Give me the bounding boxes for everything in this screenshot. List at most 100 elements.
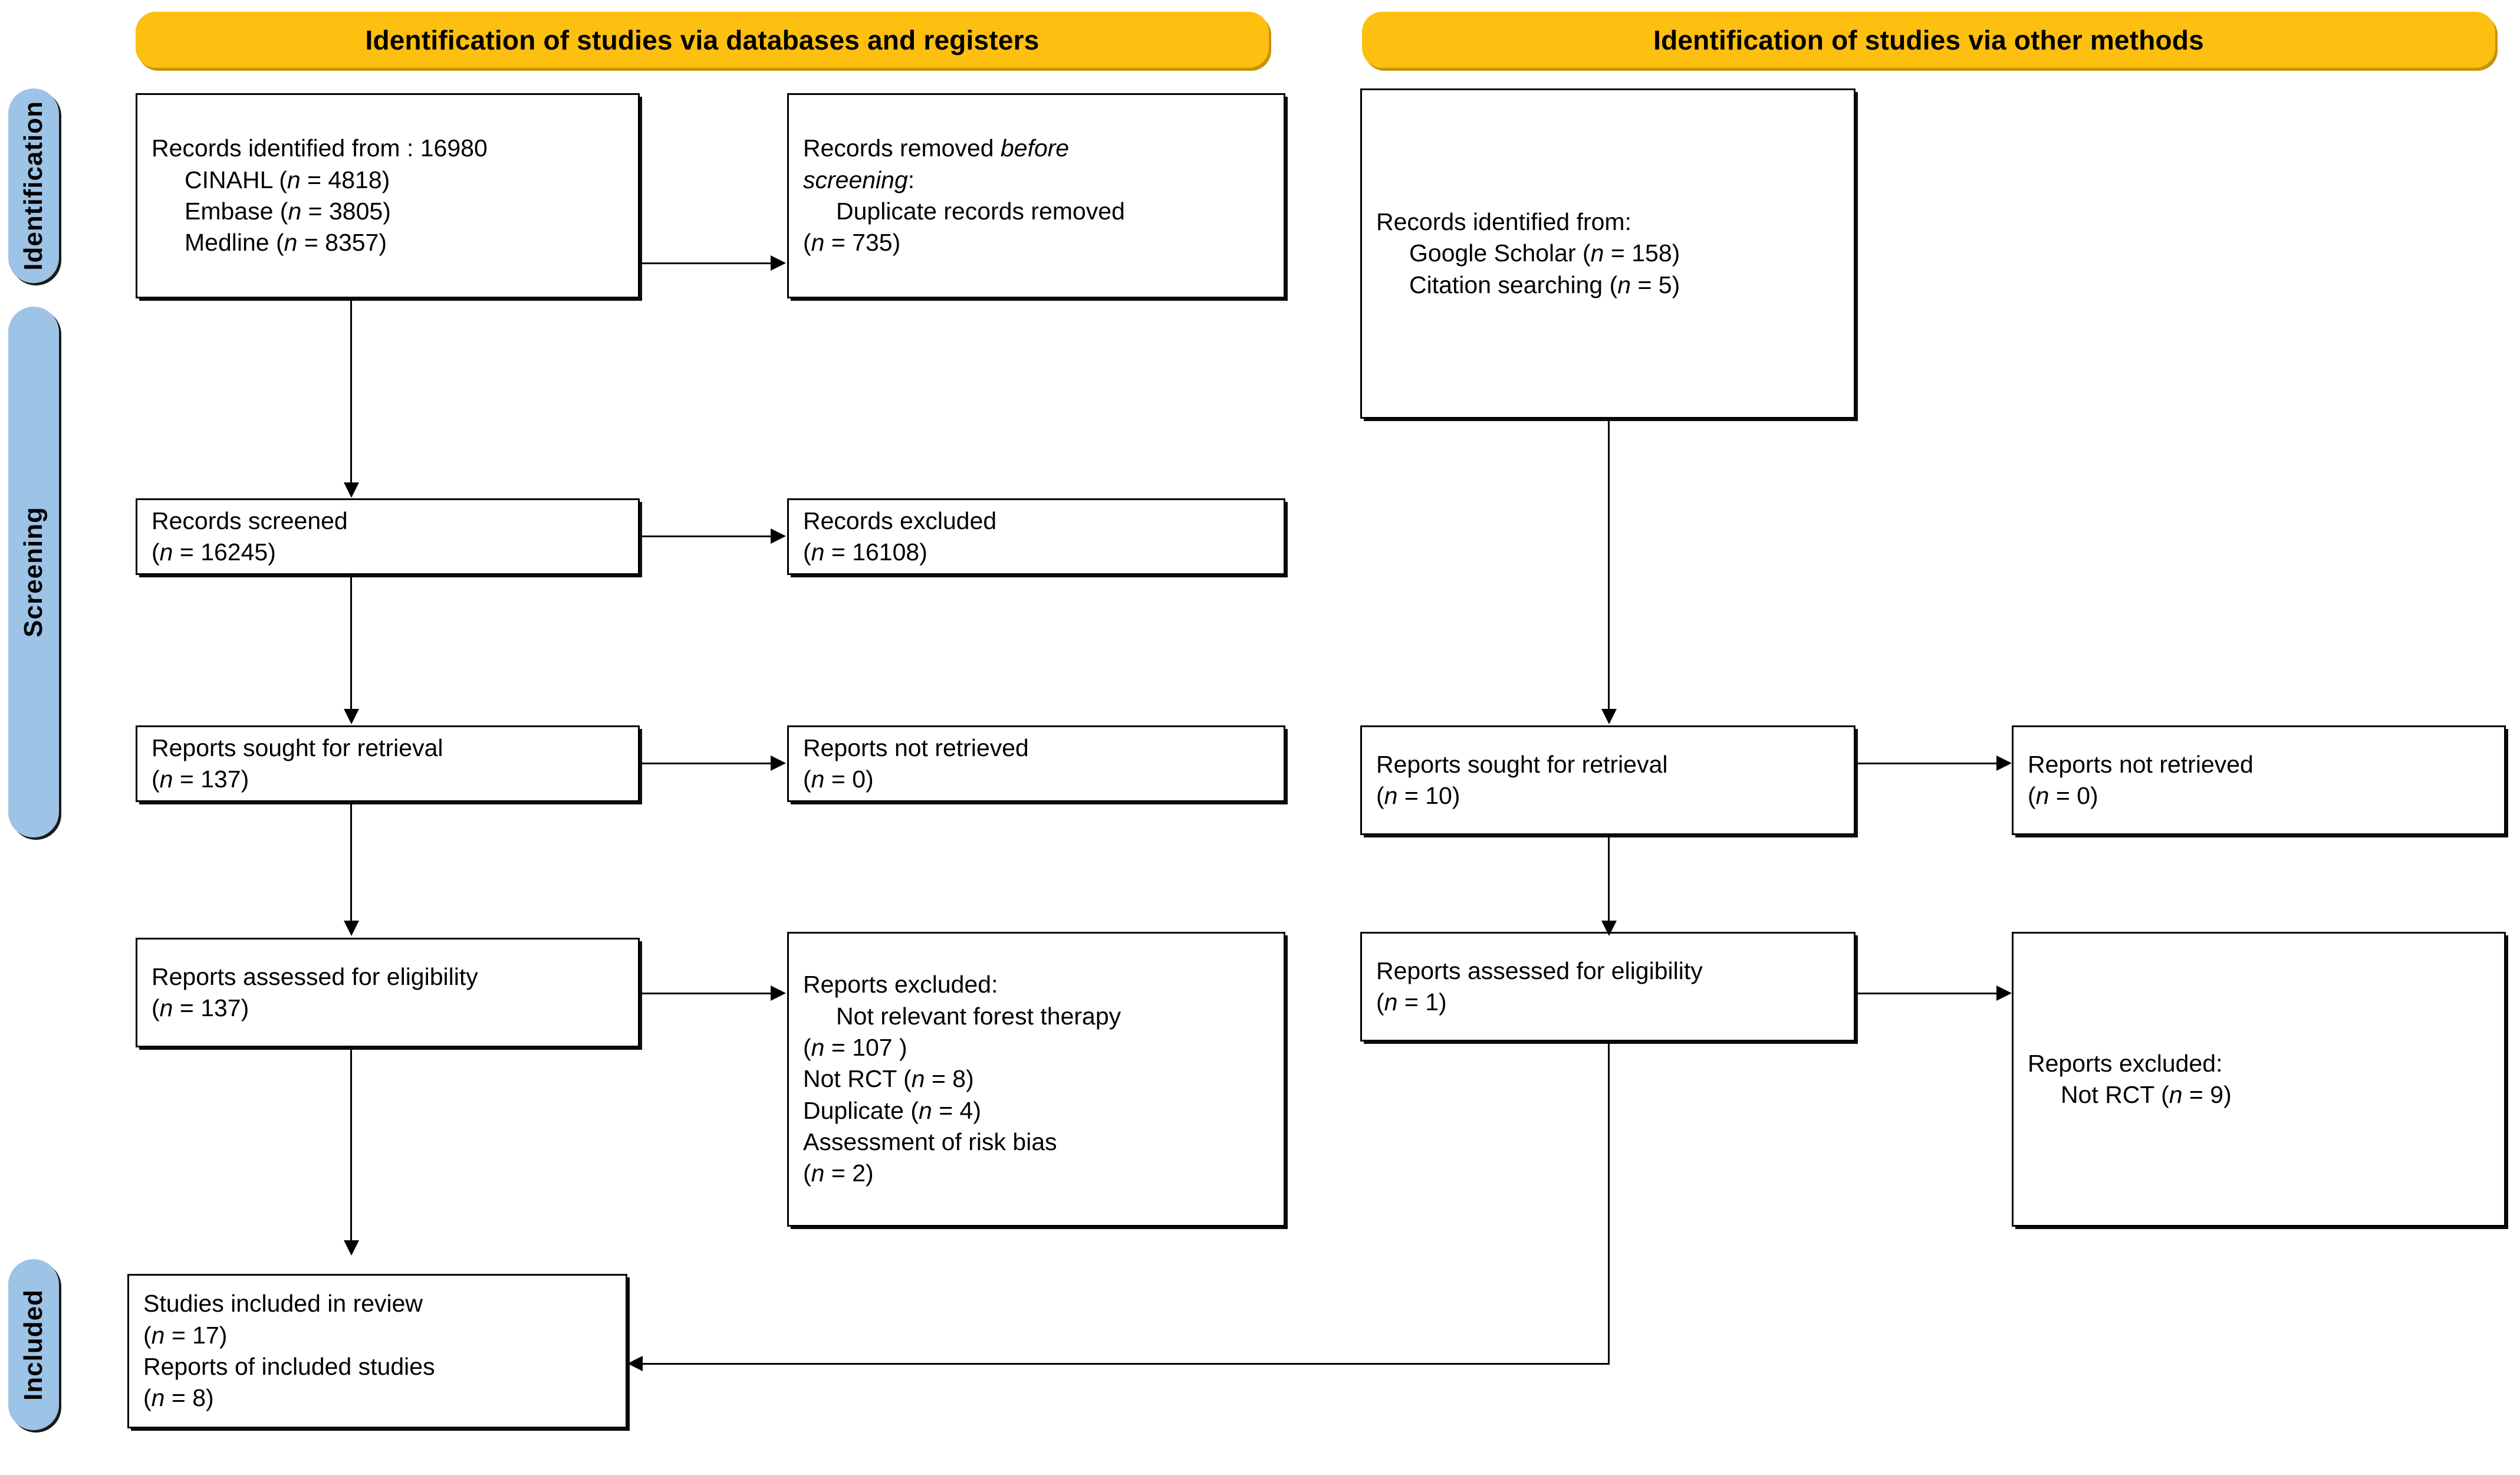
box-reports-sought-left: Reports sought for retrieval (n = 137) bbox=[136, 725, 640, 802]
arrowhead-right-branch-to-included bbox=[627, 1356, 643, 1371]
text-line: screening: bbox=[803, 166, 915, 193]
text-line: Records identified from : 16980 bbox=[152, 134, 488, 162]
text-line: (n = 16245) bbox=[152, 538, 276, 566]
text-line: (n = 107 ) bbox=[803, 1034, 907, 1062]
arrowhead-identified-to-screened bbox=[344, 482, 359, 498]
box-reports-not-retrieved-right-body: Reports not retrieved (n = 0) bbox=[2014, 749, 2504, 812]
stage-rail-identification-label: Identification bbox=[19, 101, 48, 271]
text-line: Reports assessed for eligibility bbox=[152, 962, 478, 990]
box-reports-excluded-left: Reports excluded: Not relevant forest th… bbox=[787, 932, 1285, 1227]
text-line: Not RCT (n = 9) bbox=[2061, 1081, 2232, 1108]
section-header-databases: Identification of studies via databases … bbox=[136, 12, 1269, 68]
text-line: (n = 735) bbox=[803, 229, 901, 257]
connector-identified-other-to-sought-right bbox=[1608, 419, 1610, 711]
connector-sought-to-not-retrieved-right bbox=[1856, 763, 1996, 764]
arrowhead-sought-to-not-retrieved-right bbox=[1996, 755, 2012, 771]
box-reports-assessed-right-body: Reports assessed for eligibility (n = 1) bbox=[1362, 955, 1854, 1019]
text-line: Duplicate (n = 4) bbox=[803, 1096, 981, 1124]
text-line: Reports not retrieved bbox=[803, 734, 1029, 761]
box-records-identified-body: Records identified from : 16980 CINAHL (… bbox=[137, 133, 638, 258]
stage-rail-included-label: Included bbox=[19, 1289, 48, 1401]
arrowhead-assessed-to-excluded-left bbox=[771, 985, 786, 1001]
arrowhead-screened-to-excluded bbox=[771, 528, 786, 544]
connector-screened-to-sought bbox=[350, 575, 352, 711]
box-records-removed-body: Records removed before screening: Duplic… bbox=[789, 133, 1284, 258]
connector-assessed-right-left-to-included bbox=[643, 1363, 1609, 1365]
text-line: (n = 17) bbox=[143, 1321, 228, 1349]
box-records-removed: Records removed before screening: Duplic… bbox=[787, 93, 1285, 298]
text-line: Reports assessed for eligibility bbox=[1376, 957, 1703, 984]
arrowhead-assessed-to-included bbox=[344, 1240, 359, 1256]
connector-identified-to-removed bbox=[640, 262, 771, 264]
box-reports-sought-right: Reports sought for retrieval (n = 10) bbox=[1360, 725, 1856, 835]
box-reports-assessed-right: Reports assessed for eligibility (n = 1) bbox=[1360, 932, 1856, 1042]
connector-sought-to-assessed-left bbox=[350, 802, 352, 922]
text-line: Embase (n = 3805) bbox=[185, 198, 391, 225]
section-header-databases-label: Identification of studies via databases … bbox=[365, 24, 1039, 55]
text-line: (n = 137) bbox=[152, 766, 249, 793]
arrowhead-identified-to-removed bbox=[771, 255, 786, 271]
connector-identified-to-screened bbox=[350, 298, 352, 484]
text-line: Reports sought for retrieval bbox=[1376, 750, 1668, 778]
connector-assessed-to-excluded-left bbox=[640, 993, 771, 994]
text-line: CINAHL (n = 4818) bbox=[185, 166, 390, 193]
text-line: Records removed before bbox=[803, 134, 1070, 162]
text-line: (n = 0) bbox=[803, 766, 874, 793]
text-line: Studies included in review bbox=[143, 1290, 423, 1318]
text-line: Records identified from: bbox=[1376, 208, 1631, 236]
box-reports-not-retrieved-left-body: Reports not retrieved (n = 0) bbox=[789, 732, 1284, 796]
box-reports-not-retrieved-left: Reports not retrieved (n = 0) bbox=[787, 725, 1285, 802]
connector-sought-to-not-retrieved-left bbox=[640, 763, 771, 764]
text-line: Google Scholar (n = 158) bbox=[1409, 239, 1680, 267]
text-line: (n = 8) bbox=[143, 1384, 214, 1412]
section-header-other-methods-label: Identification of studies via other meth… bbox=[1653, 24, 2204, 55]
box-reports-not-retrieved-right: Reports not retrieved (n = 0) bbox=[2012, 725, 2506, 835]
box-records-identified-other-body: Records identified from: Google Scholar … bbox=[1362, 206, 1854, 301]
text-line: (n = 2) bbox=[803, 1159, 874, 1187]
text-line: Records screened bbox=[152, 507, 348, 534]
connector-assessed-to-included bbox=[350, 1047, 352, 1242]
stage-rail-screening-label: Screening bbox=[19, 507, 48, 638]
box-records-screened-body: Records screened (n = 16245) bbox=[137, 505, 638, 569]
arrowhead-sought-to-assessed-left bbox=[344, 921, 359, 936]
text-line: Reports excluded: bbox=[803, 971, 998, 998]
text-line: (n = 0) bbox=[2028, 782, 2098, 809]
text-line: Records excluded bbox=[803, 507, 997, 534]
stage-rail-screening: Screening bbox=[8, 307, 59, 837]
text-line: (n = 10) bbox=[1376, 782, 1460, 809]
box-reports-sought-right-body: Reports sought for retrieval (n = 10) bbox=[1362, 749, 1854, 812]
box-reports-assessed-left-body: Reports assessed for eligibility (n = 13… bbox=[137, 961, 638, 1024]
text-line: (n = 137) bbox=[152, 994, 249, 1021]
text-line: (n = 1) bbox=[1376, 988, 1447, 1016]
text-line: Reports of included studies bbox=[143, 1353, 435, 1380]
text-line: Duplicate records removed bbox=[836, 198, 1125, 225]
stage-rail-included: Included bbox=[8, 1259, 59, 1430]
box-studies-included: Studies included in review (n = 17) Repo… bbox=[127, 1274, 627, 1428]
box-records-excluded: Records excluded (n = 16108) bbox=[787, 498, 1285, 575]
arrowhead-assessed-to-excluded-right bbox=[1996, 985, 2012, 1001]
box-records-identified: Records identified from : 16980 CINAHL (… bbox=[136, 93, 640, 298]
arrowhead-screened-to-sought bbox=[344, 709, 359, 724]
stage-rail-identification: Identification bbox=[8, 88, 59, 283]
section-header-other-methods: Identification of studies via other meth… bbox=[1362, 12, 2495, 68]
box-reports-sought-left-body: Reports sought for retrieval (n = 137) bbox=[137, 732, 638, 796]
text-line: Reports not retrieved bbox=[2028, 750, 2253, 778]
box-records-excluded-body: Records excluded (n = 16108) bbox=[789, 505, 1284, 569]
box-records-identified-other: Records identified from: Google Scholar … bbox=[1360, 88, 1856, 419]
text-line: Reports excluded: bbox=[2028, 1049, 2223, 1077]
text-line: Assessment of risk bias bbox=[803, 1128, 1057, 1155]
box-reports-excluded-right-body: Reports excluded: Not RCT (n = 9) bbox=[2014, 1048, 2504, 1111]
arrowhead-sought-to-not-retrieved-left bbox=[771, 755, 786, 771]
arrowhead-identified-other-to-sought-right bbox=[1601, 709, 1617, 724]
box-studies-included-body: Studies included in review (n = 17) Repo… bbox=[129, 1288, 626, 1414]
text-line: Reports sought for retrieval bbox=[152, 734, 443, 761]
box-reports-excluded-right: Reports excluded: Not RCT (n = 9) bbox=[2012, 932, 2506, 1227]
box-records-screened: Records screened (n = 16245) bbox=[136, 498, 640, 575]
connector-assessed-to-excluded-right bbox=[1856, 993, 1996, 994]
connector-assessed-right-down-to-included bbox=[1608, 1042, 1610, 1365]
text-line: Citation searching (n = 5) bbox=[1409, 271, 1680, 298]
text-line: Not RCT (n = 8) bbox=[803, 1065, 974, 1093]
text-line: (n = 16108) bbox=[803, 538, 927, 566]
connector-sought-to-assessed-right bbox=[1608, 835, 1610, 922]
